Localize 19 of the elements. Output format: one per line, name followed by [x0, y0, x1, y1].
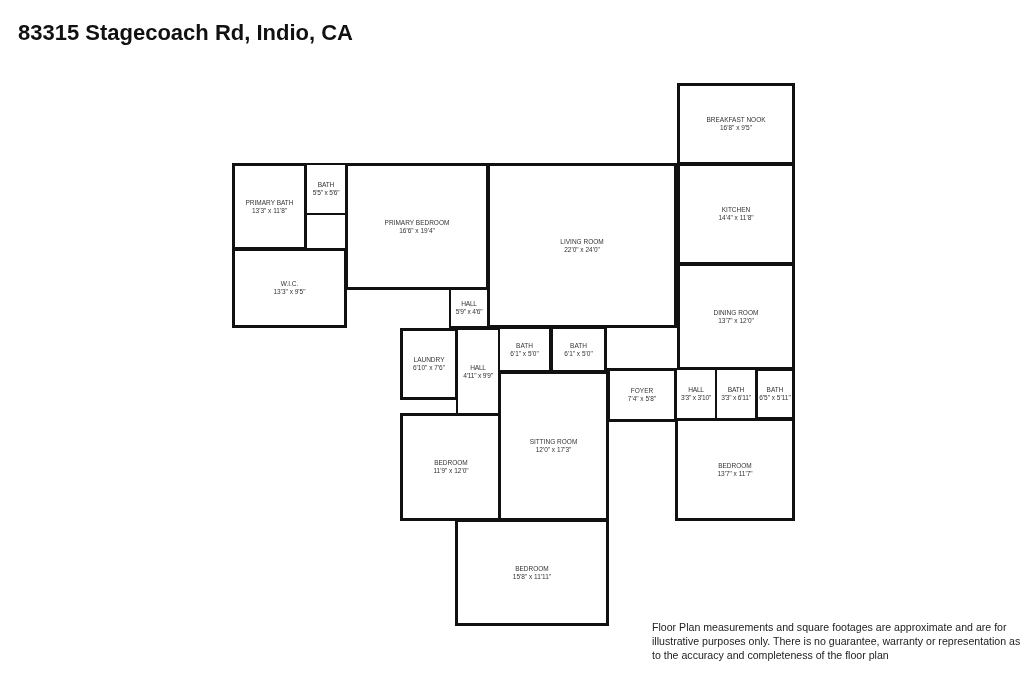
plan-title: 83315 Stagecoach Rd, Indio, CA — [18, 20, 353, 46]
room — [232, 248, 347, 328]
room — [607, 368, 677, 422]
room — [232, 163, 307, 250]
room — [550, 326, 607, 373]
room — [755, 368, 795, 420]
room — [456, 328, 500, 415]
room — [498, 371, 609, 521]
room — [305, 163, 347, 215]
room — [400, 328, 458, 400]
room — [675, 418, 795, 521]
room — [677, 263, 795, 370]
room — [677, 163, 795, 265]
room — [487, 163, 677, 328]
room — [345, 163, 489, 290]
room — [455, 519, 609, 626]
disclaimer-note: Floor Plan measurements and square footages are approximate and are for illustrative purposes only. There is no guarantee, warranty or representation as to the accuracy and completeness of the floor plan — [652, 620, 1022, 662]
room — [677, 83, 795, 165]
room — [449, 288, 489, 328]
